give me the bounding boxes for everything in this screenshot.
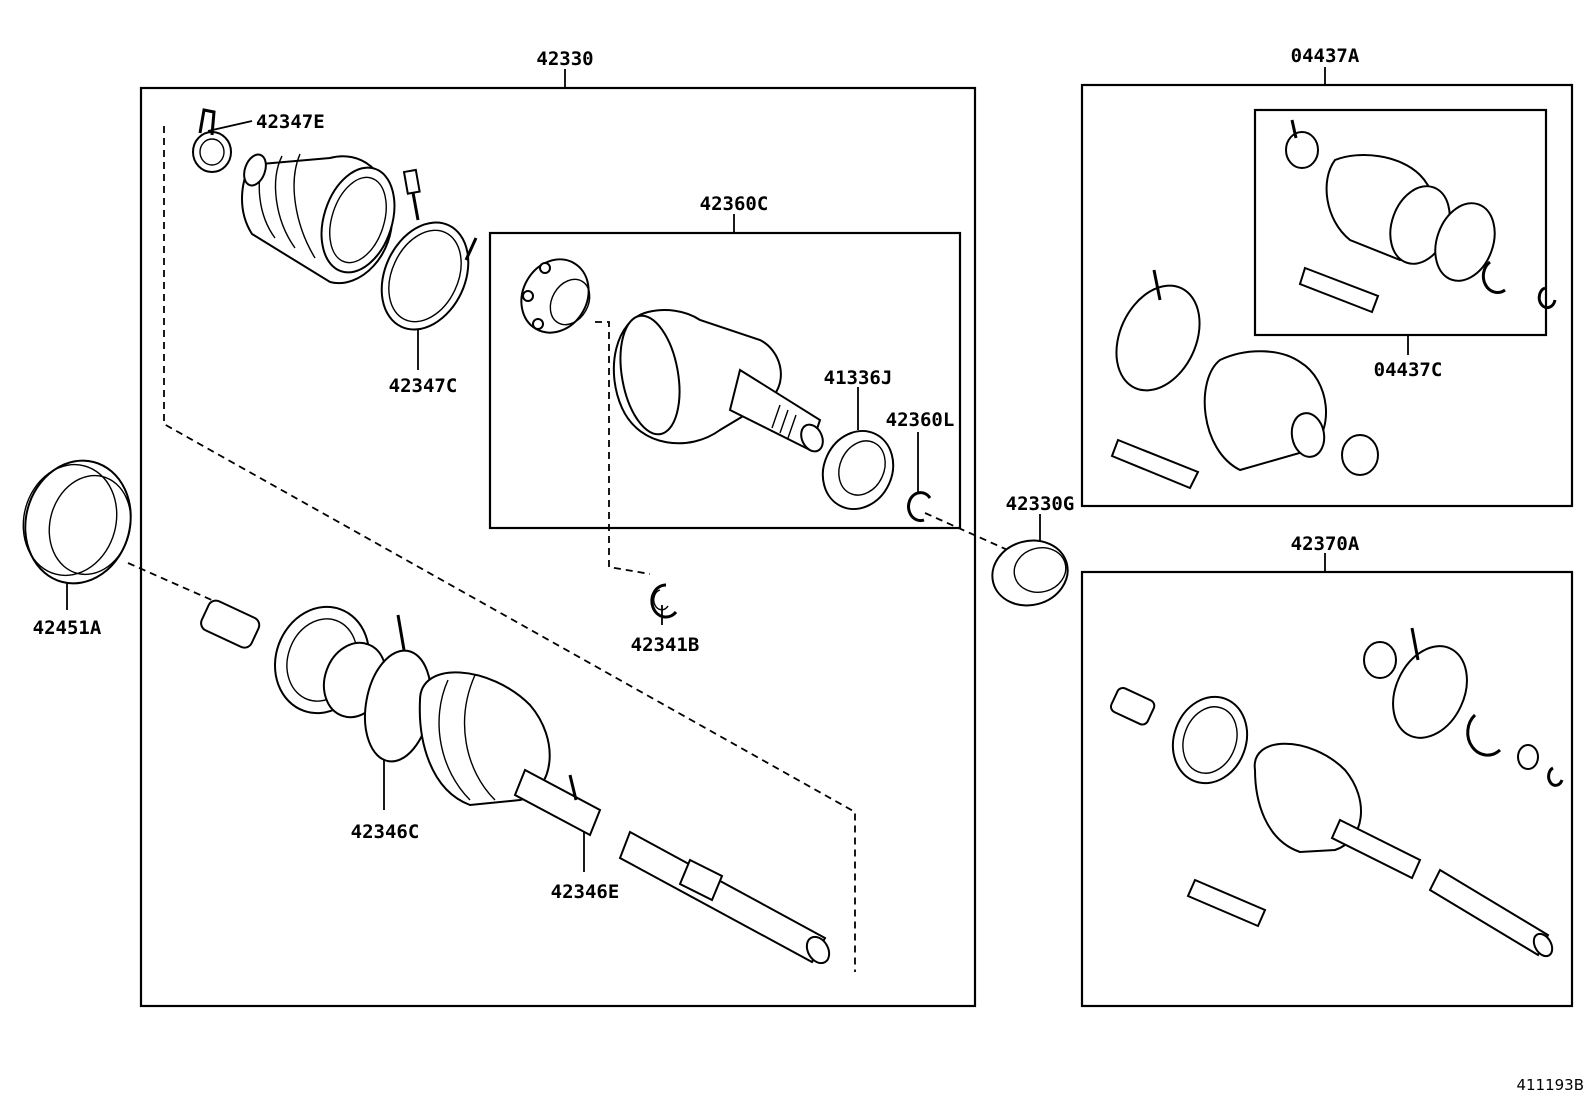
drive-shaft-icon (1109, 627, 1564, 958)
assembly-right-box (1080, 570, 1574, 1008)
outer-boot-kit-icon (1110, 269, 1379, 490)
callout-42347C: 42347C (389, 375, 458, 397)
callout-42341B: 42341B (631, 634, 700, 656)
band-icon (380, 168, 478, 331)
callout-41336J: 41336J (824, 367, 893, 389)
oil-seal-icon (821, 430, 895, 510)
inboard-joint-icon (612, 309, 824, 453)
callout-42346E: 42346E (551, 881, 620, 903)
callout-04437C: 04437C (1374, 359, 1443, 381)
inboard-joint-kit-box (488, 231, 962, 530)
boot-kit-inner-box (1253, 108, 1548, 337)
callout-42360C: 42360C (700, 193, 769, 215)
figure-id: 411193B (1516, 1076, 1584, 1094)
drive-shaft-icon (200, 599, 831, 965)
callout-42370A: 42370A (1291, 533, 1360, 555)
callout-04437A: 04437A (1291, 45, 1360, 67)
dust-deflector-icon (22, 459, 132, 585)
outer-boot-icon (241, 153, 396, 285)
snap-ring-icon (907, 491, 932, 523)
cage-icon (520, 258, 591, 334)
callout-42360L: 42360L (886, 409, 955, 431)
callout-42330: 42330 (536, 48, 593, 70)
callout-42330G: 42330G (1006, 493, 1075, 515)
callout-42451A: 42451A (33, 617, 102, 639)
assembly-left-box (139, 86, 977, 1008)
clamp-icon (192, 108, 232, 173)
callout-42347E: 42347E (256, 111, 325, 133)
bearing-seal-icon (991, 539, 1069, 607)
inner-boot-kit-icon (1285, 119, 1557, 314)
callout-42346C: 42346C (351, 821, 420, 843)
boot-kit-outer-box (1080, 83, 1574, 508)
snap-ring-icon (650, 583, 678, 619)
